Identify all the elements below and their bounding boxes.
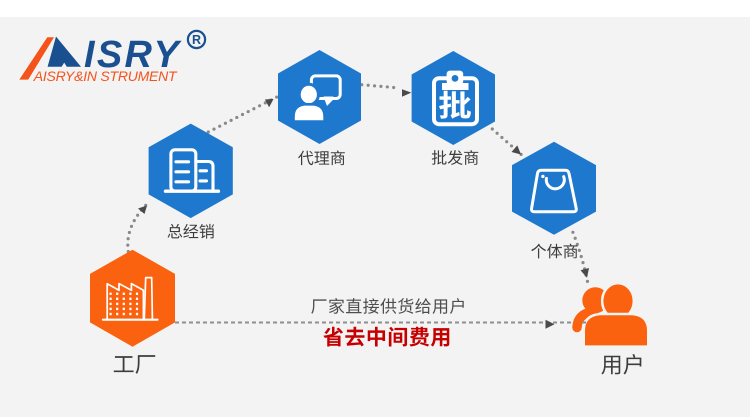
svg-text:R: R <box>192 33 201 47</box>
svg-text:AISRY&IN STRUMENT: AISRY&IN STRUMENT <box>33 68 178 84</box>
svg-text:ISRY: ISRY <box>84 34 183 76</box>
